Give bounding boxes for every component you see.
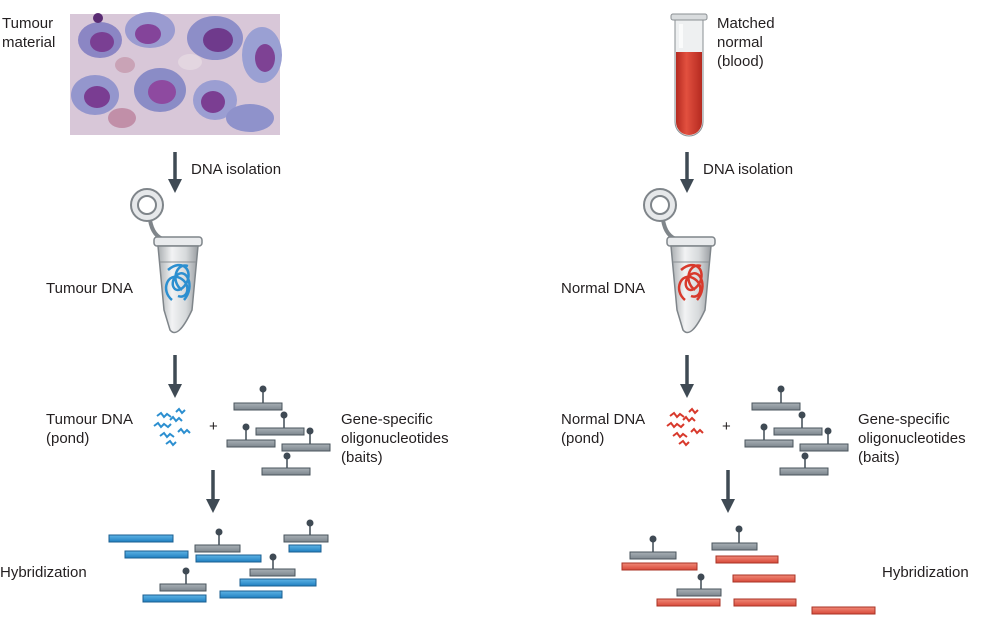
normal-dna-tube-icon <box>643 188 716 334</box>
tumour-dna-label: Tumour DNA <box>46 280 133 297</box>
process-arrows <box>168 152 735 513</box>
hybrid-pair <box>239 553 317 587</box>
matched-normal-label: Matched normal (blood) <box>717 15 775 70</box>
bait-oligo <box>779 452 829 476</box>
right-hybridization-label: Hybridization <box>882 564 969 581</box>
tumour-micrograph-image <box>70 12 282 135</box>
normal-fragment <box>732 574 796 583</box>
tumour-fragment <box>124 550 189 559</box>
hybrid-pair <box>621 535 698 571</box>
tumour-dna-fragments <box>153 407 191 447</box>
right-hybridization-result <box>621 525 876 615</box>
normal-fragment <box>811 606 876 615</box>
right-dna-isolation-label: DNA isolation <box>703 161 794 178</box>
bait-oligo <box>255 411 305 436</box>
left-bait-oligos <box>226 385 331 476</box>
bait-oligo <box>233 385 283 411</box>
bait-oligo <box>281 427 331 452</box>
normal-fragment <box>733 598 797 607</box>
left-baits-label: Gene-specific oligonucleotides (baits) <box>341 411 449 466</box>
hybrid-pair <box>194 528 262 563</box>
bait-oligo <box>773 411 823 436</box>
left-dna-isolation-label: DNA isolation <box>191 161 282 178</box>
right-baits-label: Gene-specific oligonucleotides (baits) <box>858 411 966 466</box>
right-bait-oligos <box>744 385 849 476</box>
bait-oligo <box>751 385 801 411</box>
right-plus-sign: + <box>722 418 731 435</box>
bait-oligo <box>226 423 276 448</box>
bait-oligo <box>799 427 849 452</box>
normal-dna-label: Normal DNA <box>561 280 646 297</box>
tumour-fragment <box>219 590 283 599</box>
bait-oligo <box>261 452 311 476</box>
left-hybridization-result <box>108 519 329 603</box>
bait-oligo <box>744 423 794 448</box>
hybrid-pair <box>711 525 779 564</box>
left-hybridization-label: Hybridization <box>0 564 87 581</box>
tumour-fragment <box>108 534 174 543</box>
left-plus-sign: + <box>209 418 218 435</box>
tumour-dna-tube-icon <box>130 188 203 334</box>
normal-dna-fragments <box>666 407 704 447</box>
tumour-material-label: Tumour material <box>2 15 56 51</box>
hybrid-pair <box>656 573 722 607</box>
hybrid-pair <box>283 519 329 553</box>
tumour-dna-pond-label: Tumour DNA (pond) <box>46 411 133 447</box>
blood-tube-icon <box>670 13 708 137</box>
hybrid-pair <box>142 567 207 603</box>
normal-dna-pond-label: Normal DNA (pond) <box>561 411 646 447</box>
